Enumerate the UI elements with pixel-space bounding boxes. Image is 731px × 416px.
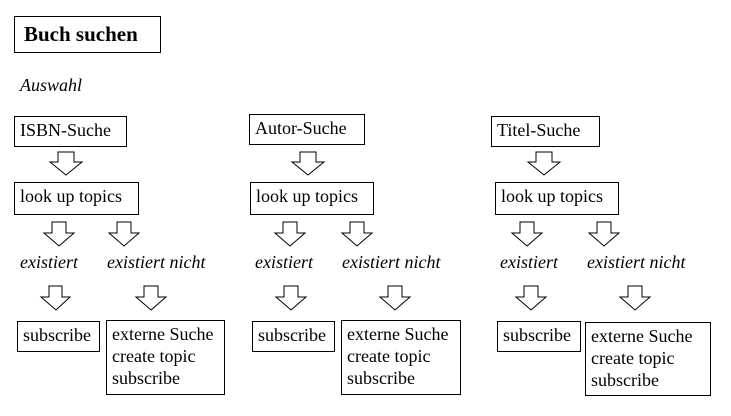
title-search-box: Titel-Suche: [491, 116, 600, 147]
down-arrow-icon: [587, 221, 621, 247]
down-arrow-icon: [514, 285, 548, 311]
action-subscribe-2: subscribe: [347, 368, 415, 388]
down-arrow-icon: [618, 285, 652, 311]
down-arrow-icon: [39, 285, 72, 311]
external-search-box-3: externe Suche create topic subscribe: [585, 322, 711, 396]
down-arrow-icon: [48, 151, 84, 176]
subscribe-box-1: subscribe: [17, 321, 100, 352]
external-search-box-2: externe Suche create topic subscribe: [341, 320, 461, 395]
action-create-topic-2: create topic: [347, 346, 431, 366]
down-arrow-icon: [340, 221, 374, 247]
author-search-box: Autor-Suche: [249, 114, 365, 145]
action-subscribe-1: subscribe: [112, 368, 180, 388]
down-arrow-icon: [290, 151, 326, 176]
action-subscribe-3: subscribe: [591, 370, 659, 390]
lookup-topics-box-2: look up topics: [250, 182, 374, 215]
down-arrow-icon: [378, 285, 412, 311]
down-arrow-icon: [134, 285, 168, 311]
lookup-topics-box-1: look up topics: [14, 182, 139, 215]
subscribe-box-3: subscribe: [497, 321, 581, 352]
exists-label-3: existiert: [500, 252, 558, 272]
down-arrow-icon: [526, 151, 562, 176]
isbn-search-box: ISBN-Suche: [14, 116, 127, 147]
not-exists-label-2: existiert nicht: [342, 252, 441, 272]
down-arrow-icon: [42, 221, 76, 247]
exists-label-2: existiert: [255, 252, 313, 272]
external-search-box-1: externe Suche create topic subscribe: [106, 320, 225, 395]
action-create-topic-3: create topic: [591, 348, 675, 368]
selection-label: Auswahl: [20, 75, 83, 95]
action-external-search-3: externe Suche: [591, 326, 693, 346]
exists-label-1: existiert: [20, 252, 78, 272]
not-exists-label-1: existiert nicht: [107, 252, 206, 272]
subscribe-box-2: subscribe: [252, 321, 335, 352]
down-arrow-icon: [274, 285, 308, 311]
action-external-search-1: externe Suche: [112, 324, 214, 344]
down-arrow-icon: [510, 221, 544, 247]
down-arrow-icon: [107, 221, 141, 247]
lookup-topics-box-3: look up topics: [495, 182, 619, 215]
down-arrow-icon: [273, 221, 307, 247]
not-exists-label-3: existiert nicht: [587, 252, 686, 272]
action-create-topic-1: create topic: [112, 346, 196, 366]
action-external-search-2: externe Suche: [347, 324, 449, 344]
diagram-title: Buch suchen: [14, 16, 161, 53]
